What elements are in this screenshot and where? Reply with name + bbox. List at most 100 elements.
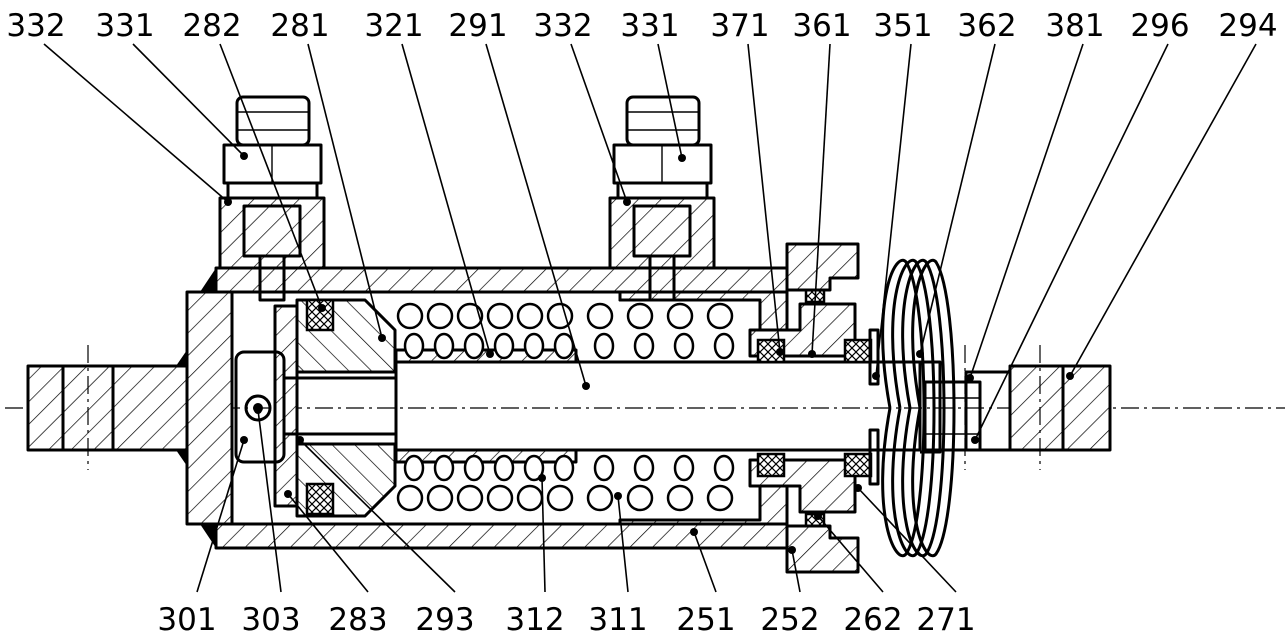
part-number-label: 332: [6, 8, 65, 44]
left-clevis-lug: [26, 345, 195, 470]
leader-line: [570, 43, 628, 203]
leader-dot: [1066, 372, 1074, 380]
spring-coil-top: [396, 302, 424, 330]
disc-spring-wave: [891, 258, 936, 558]
spring-coil-inner-top: [523, 332, 545, 360]
part-number-label: 311: [588, 602, 647, 638]
leader-dot: [240, 436, 248, 444]
leader-line: [219, 43, 323, 309]
disc-spring-wave: [901, 258, 946, 558]
leader-line: [401, 43, 491, 355]
leader-dot: [582, 382, 590, 390]
spring-coil-inner-top: [463, 332, 485, 360]
spring-coil-top: [586, 302, 614, 330]
leader-line: [657, 43, 683, 159]
spring-coil-bottom: [666, 484, 694, 512]
lug-weld-top: [176, 350, 187, 366]
part-number-label: 331: [95, 8, 154, 44]
gland-nut-bottom: [785, 524, 860, 574]
spring-coil-inner-bottom: [403, 454, 425, 482]
part-number-label: 301: [157, 602, 216, 638]
part-number-label: 331: [620, 8, 679, 44]
spring-coil-top: [546, 302, 574, 330]
part-number-label: 281: [270, 8, 329, 44]
leader-line: [485, 43, 587, 387]
leader-dot: [808, 350, 816, 358]
spring-coil-inner-top: [713, 332, 735, 360]
spring-coil-inner-top: [493, 332, 515, 360]
leader-dot: [854, 484, 862, 492]
part-number-label: 252: [760, 602, 819, 638]
spring-coil-bottom: [706, 484, 734, 512]
part-number-label: 371: [710, 8, 769, 44]
leader-line: [1069, 43, 1257, 377]
leader-line: [196, 439, 245, 593]
spring-coil-inner-top: [673, 332, 695, 360]
part-number-label: 381: [1045, 8, 1104, 44]
spring-coil-inner-bottom: [433, 454, 455, 482]
leader-line: [299, 439, 456, 593]
part-number-label: 362: [957, 8, 1016, 44]
spring-coil-bottom: [426, 484, 454, 512]
spring-coil-top: [666, 302, 694, 330]
leader-line: [857, 487, 957, 593]
spring-coil-inner-bottom: [593, 454, 615, 482]
leader-dot: [966, 374, 974, 382]
part-number-label: 283: [328, 602, 387, 638]
leader-line: [43, 43, 229, 203]
part-number-label: 294: [1218, 8, 1277, 44]
leader-line: [617, 495, 629, 593]
part-number-label: 303: [241, 602, 300, 638]
spring-coil-top: [456, 302, 484, 330]
spring-coil-top: [426, 302, 454, 330]
spring-coil-inner-bottom: [493, 454, 515, 482]
spring-guide-sleeve-bottom: [394, 448, 578, 464]
spring-coil-top: [486, 302, 514, 330]
leader-dot: [872, 372, 880, 380]
spring-coil-bottom: [516, 484, 544, 512]
leader-line: [969, 43, 1084, 379]
part-number-label: 251: [676, 602, 735, 638]
part-number-label: 291: [448, 8, 507, 44]
part-number-label: 361: [792, 8, 851, 44]
spring-coil-inner-top: [633, 332, 655, 360]
leader-line: [875, 43, 912, 377]
part-number-label: 282: [182, 8, 241, 44]
leader-line: [307, 43, 383, 339]
leader-dot: [538, 474, 546, 482]
right-fitting: [608, 95, 716, 302]
spring-coil-inner-top: [553, 332, 575, 360]
leader-line: [919, 43, 996, 355]
spring-coil-bottom: [586, 484, 614, 512]
spring-coil-inner-bottom: [633, 454, 655, 482]
leader-dot: [240, 152, 248, 160]
leader-dot: [788, 546, 796, 554]
part-number-label: 296: [1130, 8, 1189, 44]
leader-dot: [378, 334, 386, 342]
spring-coil-inner-top: [593, 332, 615, 360]
spring-coil-top: [706, 302, 734, 330]
leader-dot: [776, 348, 784, 356]
left-fitting: [218, 95, 326, 302]
leader-dot: [916, 350, 924, 358]
leader-line: [257, 409, 282, 593]
leader-line: [132, 43, 245, 157]
right-clevis: [923, 345, 1112, 470]
leader-dot: [296, 436, 304, 444]
gland-nut-top: [785, 242, 860, 292]
part-number-label: 312: [505, 602, 564, 638]
spring-coil-bottom: [486, 484, 514, 512]
leader-dot: [690, 528, 698, 536]
compression-springs: [396, 302, 735, 512]
leader-dot: [678, 154, 686, 162]
leader-dot: [623, 198, 631, 206]
leader-dot: [971, 436, 979, 444]
part-number-label: 271: [916, 602, 975, 638]
leader-dot: [254, 406, 262, 414]
leader-dot: [486, 350, 494, 358]
leader-line: [541, 477, 546, 593]
spring-coil-bottom: [396, 484, 424, 512]
leader-line: [817, 515, 884, 593]
